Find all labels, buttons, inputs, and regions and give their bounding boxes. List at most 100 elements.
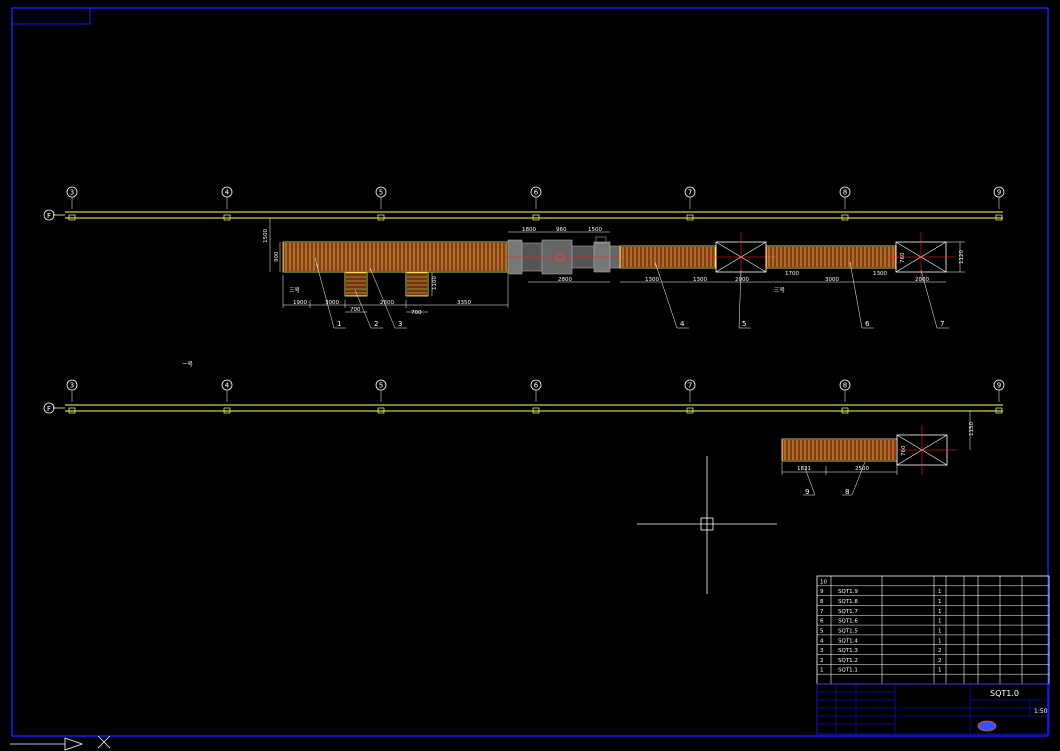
row-bubble bbox=[43, 402, 55, 414]
transfer-box-bottom bbox=[887, 425, 957, 475]
table-cell: SQT1.9 bbox=[838, 589, 858, 595]
dim-spur-length: 1100 bbox=[432, 276, 438, 290]
dim-offset: 1150 bbox=[969, 422, 975, 436]
axis-bubble-9: 9 bbox=[993, 379, 1005, 414]
dim-line-6: 2000 bbox=[915, 277, 929, 283]
row-bubble bbox=[43, 209, 55, 221]
table-cell: 9 bbox=[820, 589, 824, 595]
roller-conveyor-4 bbox=[620, 247, 716, 267]
table-cell: 8 bbox=[820, 599, 824, 605]
top-conveyor-layout: 1500 900 1900 3000 2600 3350 700 700 110… bbox=[263, 218, 965, 329]
processing-machine bbox=[505, 236, 625, 275]
table-cell: SQT1.1 bbox=[838, 668, 858, 674]
dim-conveyor-3: 3350 bbox=[457, 300, 471, 306]
dim-spur-1: 700 bbox=[411, 310, 422, 316]
table-cell: SQT1.7 bbox=[838, 609, 858, 615]
note-1: 三号 bbox=[774, 287, 786, 294]
roller-conveyor-main bbox=[283, 243, 507, 271]
dim-line-1: 1300 bbox=[693, 277, 707, 283]
dim-line-5: 1300 bbox=[873, 271, 887, 277]
part-labels-bottom: 9 8 bbox=[805, 488, 849, 496]
table-cell: 2 bbox=[938, 658, 942, 664]
table-cell: 1 bbox=[938, 589, 942, 595]
dimension-lines-top bbox=[269, 218, 965, 313]
table-cell: SQT1.3 bbox=[838, 648, 858, 654]
row-label: F bbox=[47, 212, 51, 220]
table-cell: SQT1.4 bbox=[838, 638, 858, 644]
row-label: F bbox=[47, 405, 51, 413]
dim-line-0: 1300 bbox=[645, 277, 659, 283]
table-cell: SQT1.2 bbox=[838, 658, 858, 664]
dim-conveyor-1: 3000 bbox=[325, 300, 339, 306]
roller-spur-2 bbox=[407, 272, 427, 296]
dim-conveyor-2: 2600 bbox=[380, 300, 394, 306]
axis-bubble-6: 6 bbox=[530, 379, 542, 414]
dim-bottom-box: 760 bbox=[901, 445, 907, 456]
table-cell: 6 bbox=[820, 619, 824, 625]
axis-bubble-9: 9 bbox=[993, 186, 1005, 221]
dimension-lines-bottom bbox=[781, 411, 971, 496]
table-cell: SQT1.8 bbox=[838, 599, 858, 605]
axis-label: 8 bbox=[843, 189, 847, 197]
table-cell: 1 bbox=[938, 638, 942, 644]
table-cell: 10 bbox=[820, 579, 827, 585]
part-label-1: 1 bbox=[337, 320, 341, 328]
part-labels-top: 1 2 3 4 5 6 7 bbox=[337, 320, 944, 328]
title-block: SQT1.0 1:50 bbox=[816, 683, 1050, 735]
table-cell: 1 bbox=[938, 628, 942, 634]
dim-spur-0: 700 bbox=[350, 307, 361, 313]
drawing-number: SQT1.0 bbox=[990, 689, 1019, 698]
table-cell: 2 bbox=[820, 658, 824, 664]
dim-height-right: 1120 bbox=[959, 250, 965, 264]
roller-conveyor-8 bbox=[782, 440, 896, 460]
roller-spur-1 bbox=[346, 272, 366, 296]
table-cell: 1 bbox=[820, 668, 824, 674]
corner-tab bbox=[11, 7, 91, 25]
table-cell: SQT1.6 bbox=[838, 619, 858, 625]
axis-label: 6 bbox=[534, 189, 539, 197]
dim-machine-0: 1800 bbox=[522, 227, 536, 233]
axis-bubble-4: 4 bbox=[221, 379, 233, 414]
part-label-4: 4 bbox=[680, 320, 685, 328]
table-cell: 4 bbox=[820, 638, 824, 644]
table-cell: 1 bbox=[938, 668, 942, 674]
ucs-icon bbox=[10, 735, 111, 751]
part-label-8: 8 bbox=[845, 488, 849, 496]
axis-label: 7 bbox=[688, 382, 692, 390]
table-cell: 1 bbox=[938, 619, 942, 625]
dim-bottom-1: 2500 bbox=[855, 466, 869, 472]
axis-bubble-3: 3 bbox=[66, 186, 78, 221]
part-label-6: 6 bbox=[865, 320, 870, 328]
part-label-9: 9 bbox=[805, 488, 809, 496]
part-label-3: 3 bbox=[398, 320, 402, 328]
table-cell: 2 bbox=[938, 648, 942, 654]
table-cell: SQT1.5 bbox=[838, 628, 858, 634]
axis-label: 6 bbox=[534, 382, 539, 390]
axis-bubble-3: 3 bbox=[66, 379, 78, 414]
table-cell: 1 bbox=[938, 599, 942, 605]
dim-machine-3: 2800 bbox=[558, 277, 572, 283]
table-cell: 3 bbox=[820, 648, 824, 654]
axis-bubble-8: 8 bbox=[839, 379, 851, 414]
axis-bubble-5: 5 bbox=[375, 186, 387, 221]
top-axis-grid: F 3 4 5 6 7 8 9 bbox=[43, 186, 1005, 221]
axis-label: 8 bbox=[843, 382, 847, 390]
table-cell: 1 bbox=[938, 609, 942, 615]
dim-conveyor-0: 1900 bbox=[293, 300, 307, 306]
axis-bubble-7: 7 bbox=[684, 379, 696, 414]
axis-bubble-8: 8 bbox=[839, 186, 851, 221]
axis-label: 5 bbox=[379, 382, 383, 390]
axis-label: 4 bbox=[225, 189, 230, 197]
dimension-texts-bottom: 1150 1831 2500 760 bbox=[797, 422, 975, 472]
axis-label: 3 bbox=[70, 382, 74, 390]
part-leaders-top bbox=[314, 257, 949, 329]
note-2: 一号 bbox=[182, 361, 194, 368]
transfer-box-7 bbox=[886, 232, 956, 282]
bottom-axis-grid: F 3 4 5 6 7 8 9 bbox=[43, 379, 1005, 414]
sheet-border bbox=[11, 7, 1049, 737]
axis-label: 7 bbox=[688, 189, 692, 197]
axis-label: 3 bbox=[70, 189, 74, 197]
axis-label: 9 bbox=[997, 382, 1001, 390]
